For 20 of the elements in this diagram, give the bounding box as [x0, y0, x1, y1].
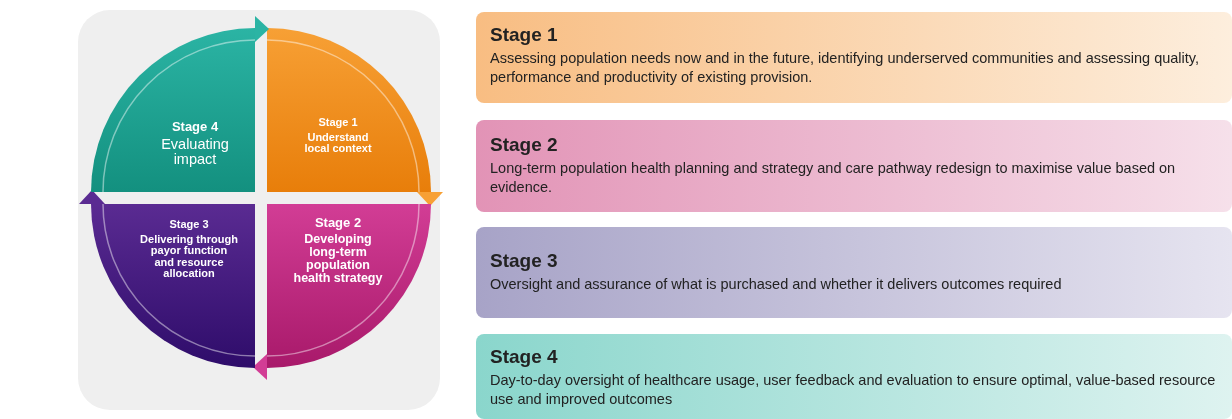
stage-title: Stage 1: [317, 117, 359, 129]
stage-description: Understand local context: [303, 131, 373, 155]
stage-title: Stage 4: [170, 120, 220, 134]
stage-panel: [476, 120, 1232, 212]
stage-description: Oversight and assurance of what is purchased and whether it delivers outcomes required: [490, 275, 1063, 294]
stage-panel: [476, 227, 1232, 318]
stage-description: Assessing population needs now and in the future, identifying underserved communities and assessing quality, performance and productivity of existing provision.: [490, 49, 1201, 87]
stage-description: Long-term population health planning and strategy and care pathway redesign to maximise value based on evidence.: [490, 159, 1177, 197]
stage-heading: Stage 2: [490, 134, 559, 156]
stage-title: Stage 3: [168, 219, 210, 231]
stage-description: Delivering through payor function and resource allocation: [140, 233, 238, 280]
stage-title: Stage 2: [313, 216, 363, 230]
stage-description: Developing long-term population health strategy: [292, 232, 384, 286]
stage-heading: Stage 1: [490, 24, 559, 46]
stage-heading: Stage 3: [490, 250, 559, 272]
stage-description: Evaluating impact: [160, 136, 230, 168]
stage-panel: [476, 334, 1232, 419]
stage-panel: [476, 12, 1232, 103]
stage-heading: Stage 4: [490, 346, 559, 368]
stage-description: Day-to-day oversight of healthcare usage, user feedback and evaluation to ensure optimal, value-based resource use and improved outcomes: [490, 371, 1217, 409]
